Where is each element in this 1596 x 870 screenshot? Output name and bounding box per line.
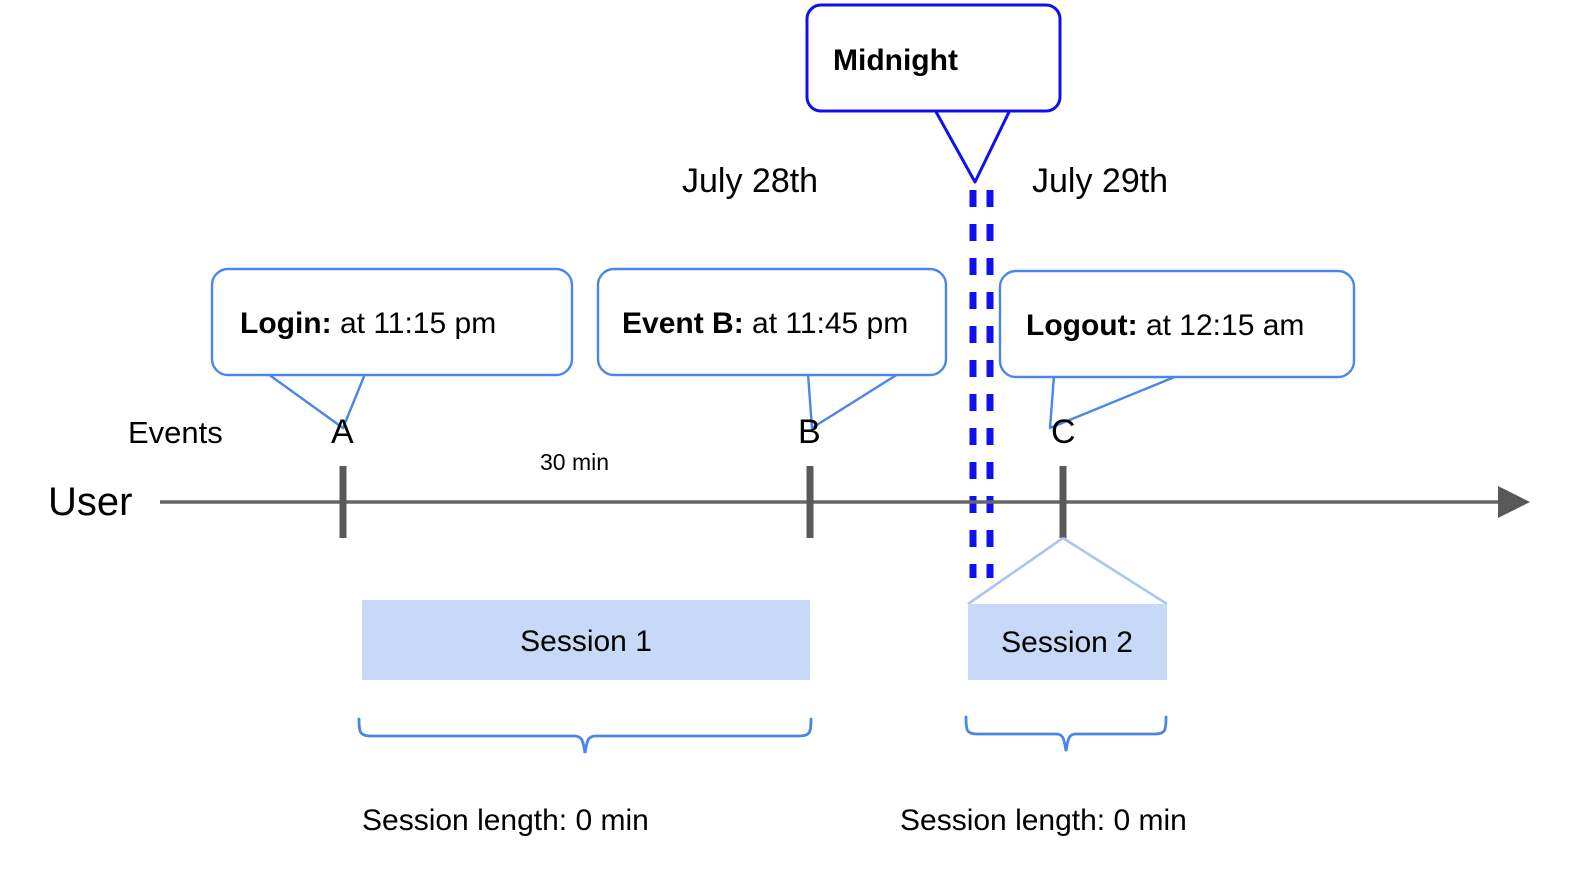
- event-letter-a: A: [331, 413, 354, 451]
- session-2-bar-group: Session 2: [968, 604, 1167, 680]
- callout-event-c-rest: at 12:15 am: [1138, 309, 1305, 342]
- session-1-length-label: Session length: 0 min: [362, 804, 649, 837]
- callout-event-a-lead: Login:: [240, 307, 332, 340]
- callout-event-b-rest: at 11:45 pm: [744, 307, 909, 340]
- session-2-leader-lines: [967, 536, 1168, 606]
- timeline-axis: [160, 486, 1530, 518]
- callout-event-a-rest: at 11:15 pm: [332, 307, 497, 340]
- event-letter-c: C: [1051, 413, 1076, 451]
- callout-event-c-box: [998, 269, 1356, 379]
- session-1-bar: [362, 600, 810, 680]
- midnight-callout-tail: [933, 108, 1012, 184]
- event-letter-b: B: [798, 413, 821, 451]
- date-label-july-29: July 29th: [1032, 162, 1168, 200]
- midnight-divider: [969, 190, 994, 578]
- callout-event-c: Logout: at 12:15 am: [998, 269, 1356, 430]
- callout-event-b-box: [596, 267, 948, 377]
- session-2-brace: [964, 715, 1168, 752]
- user-axis-label: User: [48, 480, 132, 524]
- session-2-length-label: Session length: 0 min: [900, 804, 1187, 837]
- session-2-leader-left: [967, 536, 1064, 606]
- session-1-label: Session 1: [520, 625, 652, 658]
- session-1-bar-group: Session 1: [362, 600, 810, 680]
- session-2-label: Session 2: [1001, 626, 1133, 659]
- callout-event-c-text: Logout: at 12:15 am: [1026, 309, 1304, 342]
- callout-event-c-tail: [1048, 374, 1179, 430]
- timeline-arrow-head: [1498, 486, 1530, 518]
- callout-event-c-lead: Logout:: [1026, 309, 1138, 342]
- midnight-callout-label: Midnight: [833, 44, 958, 77]
- session-1-brace: [357, 717, 813, 754]
- session-2-bar: [968, 604, 1167, 680]
- interval-label-30-min: 30 min: [540, 449, 609, 475]
- session-2-leader-right: [1062, 536, 1168, 606]
- callout-event-b-lead: Event B:: [622, 307, 744, 340]
- events-row-label: Events: [128, 415, 223, 450]
- callout-event-a: Login: at 11:15 pm: [210, 267, 574, 430]
- callout-event-b: Event B: at 11:45 pm: [596, 267, 948, 430]
- midnight-callout: Midnight: [805, 3, 1062, 184]
- callout-event-a-text: Login: at 11:15 pm: [240, 307, 496, 340]
- callout-event-a-tail: [266, 372, 367, 430]
- callout-event-a-box: [210, 267, 574, 377]
- callout-event-b-tail: [806, 372, 900, 430]
- callout-event-b-text: Event B: at 11:45 pm: [622, 307, 908, 340]
- midnight-callout-box: [805, 3, 1062, 113]
- date-label-july-28: July 28th: [682, 162, 818, 200]
